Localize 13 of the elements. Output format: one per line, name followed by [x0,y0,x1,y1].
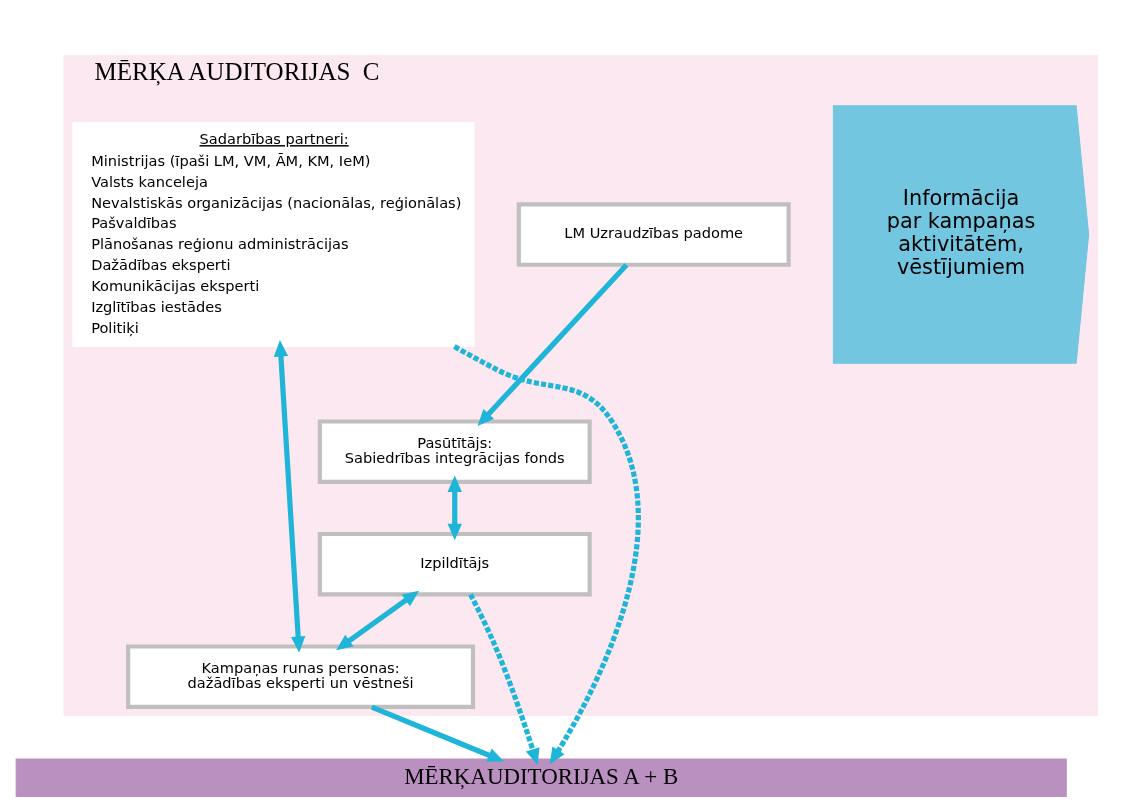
arrow [370,704,505,762]
arrow [447,475,462,541]
node-box: Pasūtītājs: Sabiedrības integrācijas fonds [317,419,592,484]
node-box: MĒRĶAUDITORIJAS A + B [15,758,1067,798]
arrow [336,590,420,651]
arrow [477,263,629,426]
node-box: Kampaņas runas personas: dažādības eksperti un vēstneši [126,644,476,709]
arrow [273,340,306,653]
node-box: LM Uzraudzības padome [516,202,791,267]
arrow [453,344,641,765]
node-box: Izpildītājs [317,531,592,597]
node-box: Sadarbības partneri: Ministrijas (īpaši LM, VM, ĀM, KM, IeM) Valsts kanceleja Nevalstiskās organizācijas (nacionālas, reģionālas) Pašvaldības Plānošanas reģionu administrācijas Dažādības eksperti Komunikācijas eksperti Izglītības iestādes Politiķi [72,122,475,347]
arrow [468,593,540,765]
